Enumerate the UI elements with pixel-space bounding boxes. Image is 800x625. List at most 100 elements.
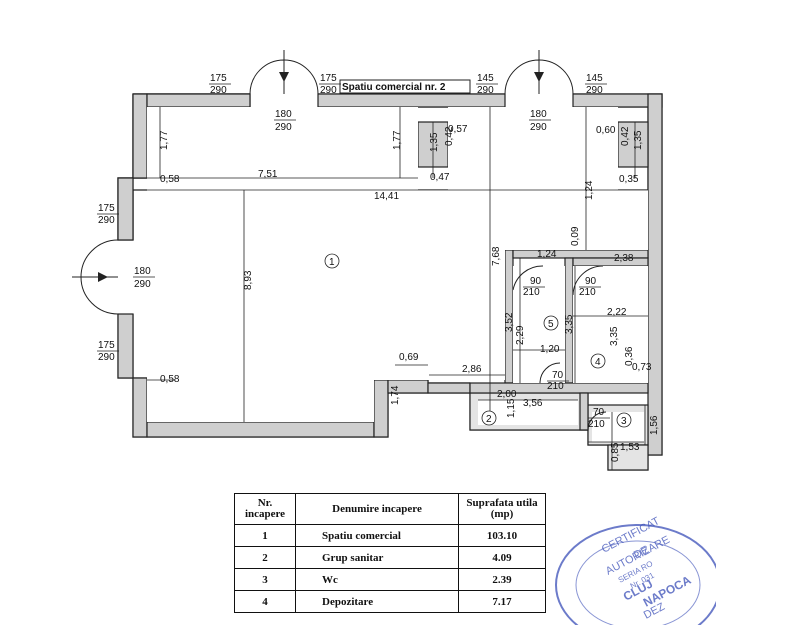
dim-label: 1,35 xyxy=(633,130,644,150)
svg-text:2: 2 xyxy=(486,414,492,425)
svg-text:180: 180 xyxy=(530,109,547,120)
dim-label: 0,47 xyxy=(430,172,450,183)
table-row: 1 Spatiu comercial 103.10 xyxy=(234,524,546,547)
room-marker-5: 5 xyxy=(543,315,559,331)
svg-text:90: 90 xyxy=(530,276,542,287)
svg-text:70: 70 xyxy=(552,370,564,381)
dim-label: 0,35 xyxy=(619,174,639,185)
cell-name: Grup sanitar xyxy=(295,546,459,569)
svg-text:175: 175 xyxy=(98,203,115,214)
svg-text:145: 145 xyxy=(477,73,494,84)
wall-seg xyxy=(373,379,389,438)
wall-seg xyxy=(146,421,375,438)
dim-label: 1,56 xyxy=(649,415,660,435)
room-1-top-right xyxy=(448,107,618,190)
svg-text:210: 210 xyxy=(579,287,596,298)
table-row: 2 Grup sanitar 4.09 xyxy=(234,546,546,569)
cell-name: Spatiu comercial xyxy=(295,524,459,547)
svg-text:145: 145 xyxy=(586,73,603,84)
dim-label: 0,42 xyxy=(444,126,455,146)
col-header-area: Suprafata utila (mp) xyxy=(458,493,546,525)
dim-label: 1,24 xyxy=(584,180,595,200)
wall-seg xyxy=(132,377,148,438)
svg-text:1: 1 xyxy=(329,257,335,268)
dim-label: 0,58 xyxy=(160,374,180,385)
svg-text:290: 290 xyxy=(530,122,547,133)
door-swing xyxy=(539,362,561,384)
dim-label: 0,69 xyxy=(399,352,419,363)
dim-label: 2,38 xyxy=(614,253,634,264)
dim-label: 7,68 xyxy=(491,246,502,266)
svg-text:70: 70 xyxy=(593,407,605,418)
dim-label: 1,77 xyxy=(159,130,170,150)
cell-area: 103.10 xyxy=(458,524,546,547)
room-marker-1: 1 xyxy=(324,253,340,269)
wall-seg xyxy=(647,93,663,456)
wall-seg xyxy=(146,93,251,108)
dim-label: 8,93 xyxy=(243,270,254,290)
cell-name: Wc xyxy=(295,568,459,591)
cell-area: 2.39 xyxy=(458,568,546,591)
wall-seg xyxy=(117,177,134,241)
svg-text:290: 290 xyxy=(210,85,227,96)
svg-text:5: 5 xyxy=(548,319,554,330)
dim-label: 0,36 xyxy=(624,346,635,366)
dim-label: 1,15 xyxy=(506,398,517,418)
col-header-name: Denumire incapere xyxy=(295,493,459,525)
door-swing xyxy=(587,411,607,431)
partition xyxy=(572,257,649,267)
svg-text:175: 175 xyxy=(98,340,115,351)
svg-text:290: 290 xyxy=(320,85,337,96)
cell-nr: 2 xyxy=(234,546,296,569)
dim-label: 7,51 xyxy=(258,169,278,180)
table-row: 4 Depozitare 7.17 xyxy=(234,590,546,613)
cell-nr: 1 xyxy=(234,524,296,547)
cell-nr: 3 xyxy=(234,568,296,591)
svg-text:3: 3 xyxy=(621,416,627,427)
table-row: 3 Wc 2.39 xyxy=(234,568,546,591)
cell-area: 4.09 xyxy=(458,546,546,569)
svg-text:290: 290 xyxy=(134,279,151,290)
svg-text:90: 90 xyxy=(585,276,597,287)
dim-label: 14,41 xyxy=(374,191,399,202)
cell-area: 7.17 xyxy=(458,590,546,613)
svg-text:290: 290 xyxy=(98,352,115,363)
plan-title: Spatiu comercial nr. 2 xyxy=(342,82,446,93)
dim-label: 3,56 xyxy=(523,398,543,409)
svg-text:175: 175 xyxy=(320,73,337,84)
dim-label: 3,35 xyxy=(609,326,620,346)
wall-seg xyxy=(132,93,148,179)
room-1-lower xyxy=(147,250,505,380)
table-header-row: Nr. incapere Denumire incapere Suprafata… xyxy=(234,493,546,525)
dim-label: 0,09 xyxy=(570,226,581,246)
dim-label: 1,20 xyxy=(540,344,560,355)
room-1-bottom xyxy=(147,380,374,422)
room-4 xyxy=(573,266,648,383)
svg-text:180: 180 xyxy=(275,109,292,120)
svg-text:210: 210 xyxy=(547,381,564,392)
partition xyxy=(579,392,589,431)
dim-label: 2,86 xyxy=(462,364,482,375)
dim-label: 3,35 xyxy=(564,314,575,334)
svg-text:180: 180 xyxy=(134,266,151,277)
dim-label: 2,00 xyxy=(497,389,517,400)
wall-seg xyxy=(117,313,134,379)
dim-label: 1,77 xyxy=(392,130,403,150)
door-top-left xyxy=(249,50,319,95)
dim-label: 1,74 xyxy=(390,385,401,405)
title-box xyxy=(339,79,471,94)
